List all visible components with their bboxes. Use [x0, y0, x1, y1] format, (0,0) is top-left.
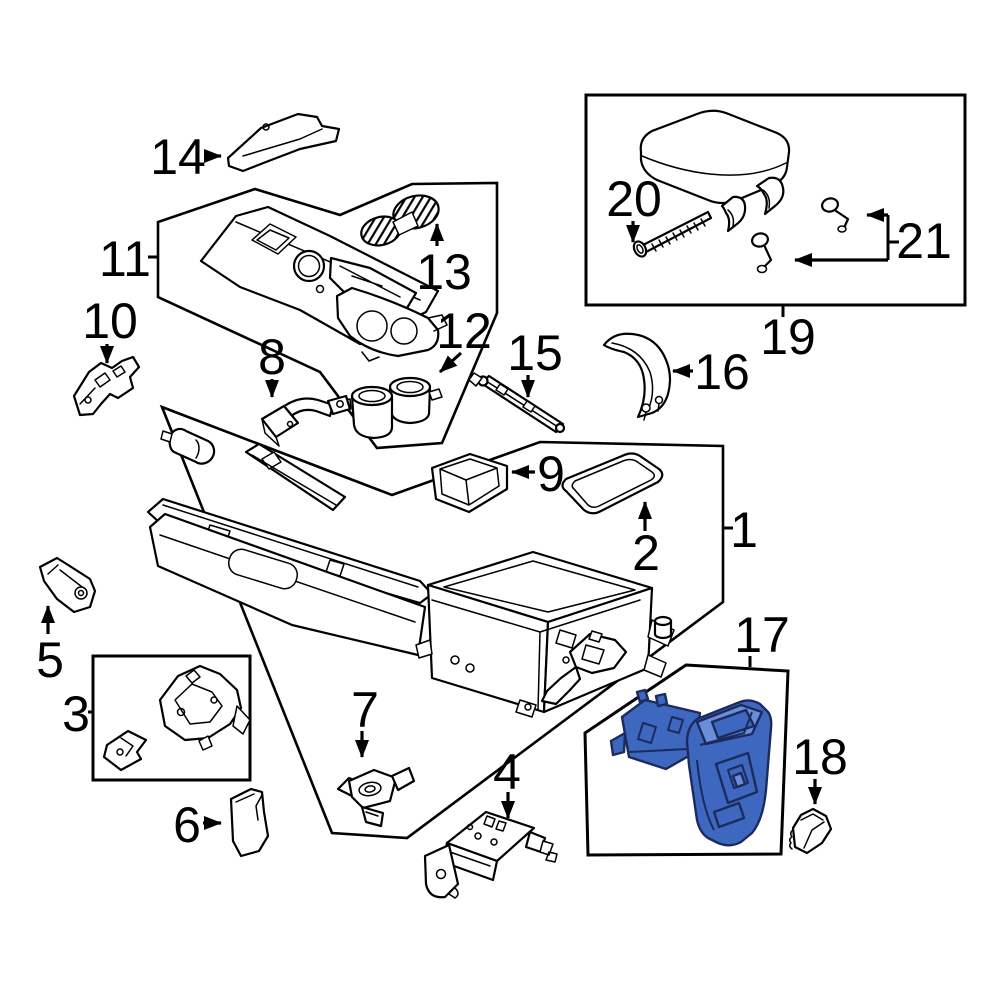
- part-20-drawing: [632, 210, 713, 258]
- callout-19[interactable]: 19: [760, 305, 816, 365]
- panel-cutout: [251, 223, 297, 255]
- part-13-drawing: [360, 194, 440, 247]
- lid-hinge-hook: [720, 195, 747, 233]
- part-10-drawing: [72, 355, 141, 417]
- rear-panel-bracket-highlighted[interactable]: [609, 688, 702, 771]
- callout-12-label: 12: [436, 303, 492, 359]
- part-8-drawing: [260, 394, 352, 447]
- part-21-drawing: [750, 197, 850, 274]
- callout-12[interactable]: 12: [436, 303, 492, 374]
- box-rear-panel-group[interactable]: [583, 663, 790, 857]
- callout-2[interactable]: 2: [632, 501, 660, 581]
- callout-9-label: 9: [537, 446, 565, 502]
- part-5-drawing: [38, 556, 97, 614]
- callout-14-label: 14: [150, 129, 206, 185]
- callout-5-label: 5: [36, 632, 64, 688]
- part-17-drawing[interactable]: [609, 688, 773, 847]
- callout-14[interactable]: 14: [150, 129, 222, 185]
- part-3-drawing: [102, 664, 251, 772]
- callout-21[interactable]: 21: [794, 208, 952, 269]
- box-armrest-group: [584, 93, 967, 307]
- part-18-drawing: [788, 807, 833, 855]
- outline-console-top-group: [156, 181, 499, 450]
- screw-hole: [262, 123, 270, 131]
- console-rear-bracket: [540, 630, 628, 706]
- callout-5[interactable]: 5: [36, 605, 64, 688]
- part-4-drawing: [423, 810, 558, 899]
- callout-1[interactable]: 1: [723, 502, 758, 558]
- callout-17-label: 17: [734, 607, 790, 663]
- callout-15-label: 15: [507, 325, 563, 381]
- part-16-drawing: [602, 332, 672, 421]
- callout-16[interactable]: 16: [672, 344, 750, 400]
- callout-18[interactable]: 18: [792, 729, 848, 805]
- callout-8-label: 8: [258, 329, 286, 385]
- part-19-drawing: [639, 109, 791, 233]
- console-latch-cylinder: [160, 427, 216, 465]
- rear-finish-panel-highlighted[interactable]: [685, 699, 773, 847]
- part-9-drawing: [430, 452, 509, 514]
- callout-18-label: 18: [792, 729, 848, 785]
- callout-11[interactable]: 11: [99, 231, 158, 287]
- callout-20[interactable]: 20: [606, 171, 662, 243]
- callout-13[interactable]: 13: [416, 223, 472, 300]
- callout-20-label: 20: [606, 171, 662, 227]
- callout-13-label: 13: [416, 244, 472, 300]
- box-bracket-group: [91, 654, 252, 782]
- callout-17[interactable]: 17: [734, 607, 790, 667]
- callout-4[interactable]: 4: [493, 744, 521, 819]
- callout-15[interactable]: 15: [507, 325, 563, 398]
- callout-21-label: 21: [896, 213, 952, 269]
- callout-19-label: 19: [760, 309, 816, 365]
- callout-6-label: 6: [173, 797, 201, 853]
- callout-11-label: 11: [99, 231, 151, 287]
- leader-bracket: [886, 215, 899, 260]
- callout-3-label: 3: [62, 686, 90, 742]
- arrow-to-part-12: [438, 351, 463, 374]
- console-grommet: [653, 615, 673, 640]
- part-2-drawing: [561, 452, 664, 515]
- callout-8[interactable]: 8: [258, 329, 286, 398]
- callout-1-label: 1: [730, 502, 758, 558]
- callout-10[interactable]: 10: [82, 293, 138, 364]
- callout-16-label: 16: [694, 344, 750, 400]
- callout-7-label: 7: [351, 682, 379, 738]
- part-14-drawing: [226, 112, 341, 173]
- lid-hinge-hook: [755, 176, 785, 216]
- callout-3[interactable]: 3: [62, 686, 94, 742]
- outline-console-main-group: [159, 404, 725, 840]
- console-upper-rail: [244, 442, 347, 512]
- part-1-drawing: [146, 427, 675, 718]
- callout-10-label: 10: [82, 293, 138, 349]
- callout-4-label: 4: [493, 744, 521, 800]
- part-7-drawing: [336, 766, 416, 828]
- part-11-drawing: [199, 205, 448, 362]
- part-15-drawing: [468, 372, 566, 434]
- callout-6[interactable]: 6: [173, 797, 222, 853]
- part-6-drawing: [229, 787, 270, 858]
- callout-2-label: 2: [632, 525, 660, 581]
- part-12-drawing: [338, 376, 443, 440]
- callout-7[interactable]: 7: [351, 682, 379, 758]
- callout-9[interactable]: 9: [511, 446, 565, 502]
